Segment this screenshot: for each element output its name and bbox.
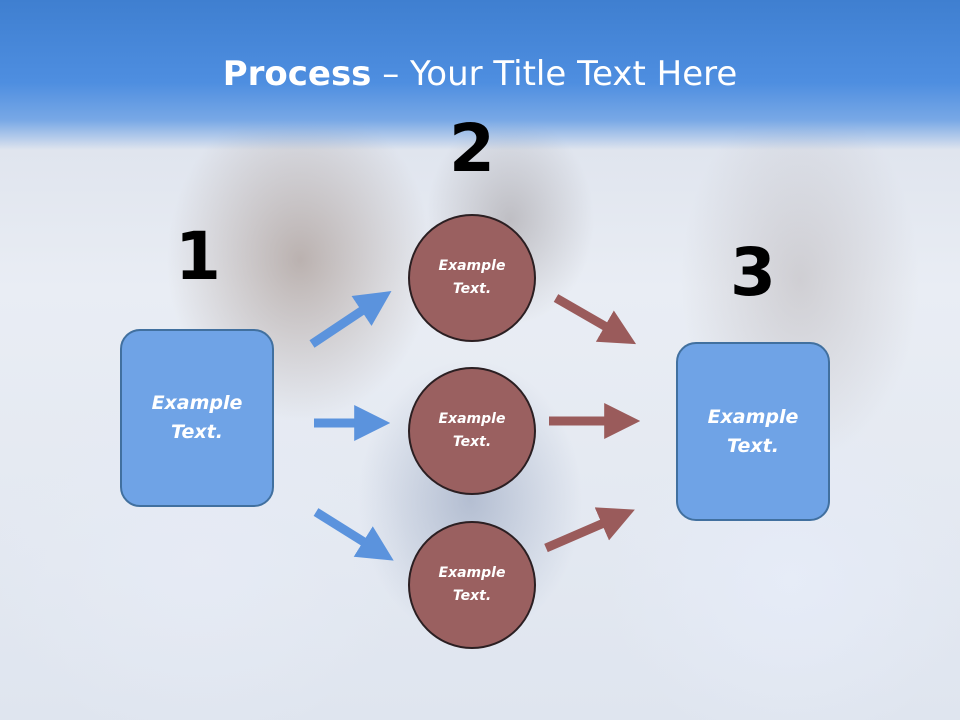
process-box-right: Example Text. [676, 342, 830, 521]
title-rest: – Your Title Text Here [371, 54, 738, 94]
process-circle-bottom: Example Text. [408, 521, 536, 649]
process-circle-top-text: Example Text. [438, 258, 506, 297]
process-box-right-text: Example Text. [707, 405, 799, 457]
arrow-from-top-circle [553, 294, 637, 345]
process-box-left: Example Text. [120, 329, 274, 507]
process-box-left-text: Example Text. [151, 392, 243, 443]
step-number-3: 3 [730, 234, 776, 311]
arrow-to-top-circle [309, 291, 392, 348]
arrow-from-bottom-circle [544, 507, 635, 553]
process-circle-middle-text: Example Text. [438, 411, 506, 450]
arrow-to-bottom-circle [313, 508, 394, 561]
process-circle-middle: Example Text. [408, 367, 536, 495]
slide-title: Process – Your Title Text Here [0, 52, 960, 96]
header-band [0, 0, 960, 150]
step-number-1: 1 [175, 218, 221, 295]
step-number-2: 2 [449, 110, 495, 187]
title-bold: Process [222, 54, 372, 94]
process-circle-bottom-text: Example Text. [438, 565, 506, 604]
process-circle-top: Example Text. [408, 214, 536, 342]
